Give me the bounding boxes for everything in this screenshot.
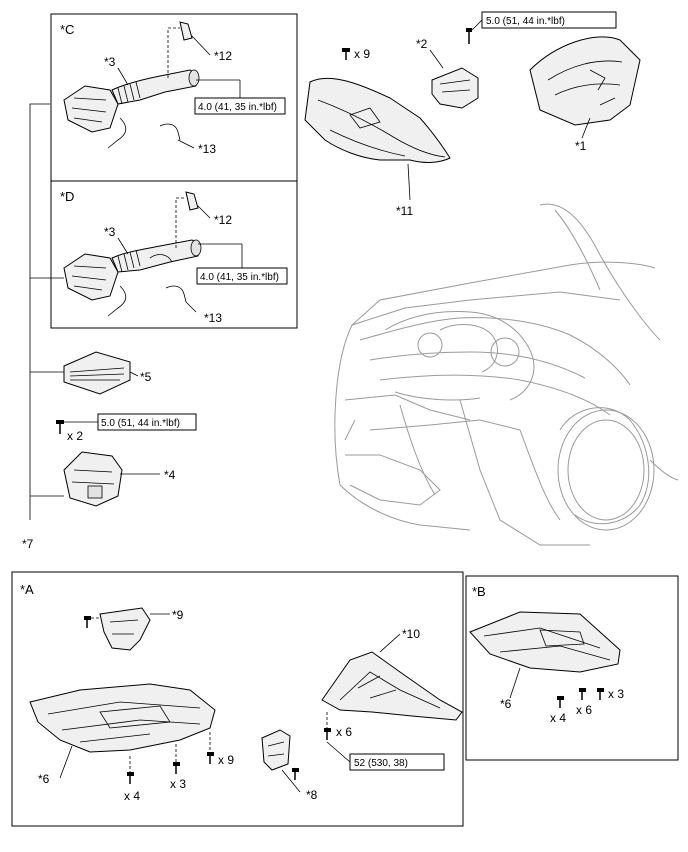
torque-box-d — [196, 267, 288, 285]
cowl-panel-part — [304, 77, 451, 163]
qty-case-bolt: x 2 — [67, 429, 83, 443]
label-p4: *4 — [164, 468, 176, 482]
torque-inlet-d: 4.0 (41, 35 in.*lbf) — [200, 272, 279, 283]
torque-box-p10 — [349, 753, 445, 771]
clip-icon — [342, 48, 350, 60]
qty-b-6: x 6 — [576, 703, 592, 717]
bolt-icon — [557, 696, 564, 708]
cover-bracket-part — [431, 67, 479, 109]
air-cleaner-cap-part-c — [63, 85, 119, 133]
qty-p10-6: x 6 — [336, 725, 352, 739]
bolt-icon — [56, 420, 64, 434]
bolt-icon — [292, 768, 299, 780]
engine-under-cover-part-a — [29, 683, 216, 753]
label-p6-a: *6 — [38, 772, 50, 786]
bolt-icon — [173, 762, 180, 774]
engine-cover-part — [529, 36, 641, 126]
qty-a-4: x 4 — [124, 789, 140, 803]
torque-box-case — [97, 413, 197, 431]
engine-under-cover-rear-part — [99, 607, 151, 651]
air-cleaner-case-part — [63, 451, 123, 507]
label-p13-c: *13 — [198, 142, 216, 156]
bolt-icon — [466, 28, 472, 44]
variant-box-a — [11, 571, 464, 827]
vehicle-front-illustration — [334, 203, 679, 546]
engine-under-cover-part-b — [469, 611, 621, 673]
air-cleaner-cap-part-d — [63, 253, 119, 301]
qty-a-9: x 9 — [218, 753, 234, 767]
bolt-icon — [84, 616, 91, 628]
bolt-icon — [207, 752, 214, 764]
label-p3-d: *3 — [104, 225, 116, 239]
under-cover-bracket-part — [261, 729, 291, 771]
label-p8: *8 — [306, 788, 318, 802]
torque-cover10: 52 (530, 38) — [354, 758, 408, 769]
torque-box — [481, 11, 617, 29]
label-p12-d: *12 — [214, 213, 232, 227]
qty-b-4: x 4 — [550, 711, 566, 725]
label-p6-b: *6 — [500, 697, 512, 711]
label-p13-d: *13 — [204, 311, 222, 325]
bolt-icon — [597, 688, 604, 700]
variant-box-b — [465, 575, 679, 761]
box-label-d: *D — [60, 189, 74, 204]
label-p11: *11 — [396, 204, 413, 218]
torque-cover-bolt: 5.0 (51, 44 in.*lbf) — [486, 16, 565, 27]
torque-box-c — [194, 97, 286, 115]
engine-under-cover-side-part — [321, 651, 463, 721]
qty-b-3: x 3 — [608, 687, 624, 701]
box-label-b: *B — [472, 584, 486, 599]
bolt-icon — [579, 688, 586, 700]
bolt-icon — [127, 772, 134, 784]
label-p10: *10 — [402, 627, 420, 641]
label-p2: *2 — [416, 37, 428, 51]
box-label-a: *A — [20, 582, 34, 597]
label-p3-c: *3 — [104, 55, 116, 69]
label-p5: *5 — [140, 370, 152, 384]
bolt-icon — [324, 728, 331, 740]
qty-a-3: x 3 — [170, 777, 186, 791]
label-p1: *1 — [575, 139, 587, 153]
air-inlet-hose-part-d — [111, 239, 202, 273]
label-p7: *7 — [22, 537, 34, 551]
box-label-c: *C — [60, 22, 74, 37]
torque-case-bolt: 5.0 (51, 44 in.*lbf) — [101, 418, 180, 429]
torque-inlet-c: 4.0 (41, 35 in.*lbf) — [198, 102, 277, 113]
variant-box-d — [50, 180, 298, 329]
air-inlet-hose-part-c — [111, 69, 200, 105]
label-p12-c: *12 — [214, 49, 232, 63]
qty-clip-11: x 9 — [354, 47, 370, 61]
label-p9-a: *9 — [172, 608, 184, 622]
air-filter-element-part — [63, 351, 131, 395]
